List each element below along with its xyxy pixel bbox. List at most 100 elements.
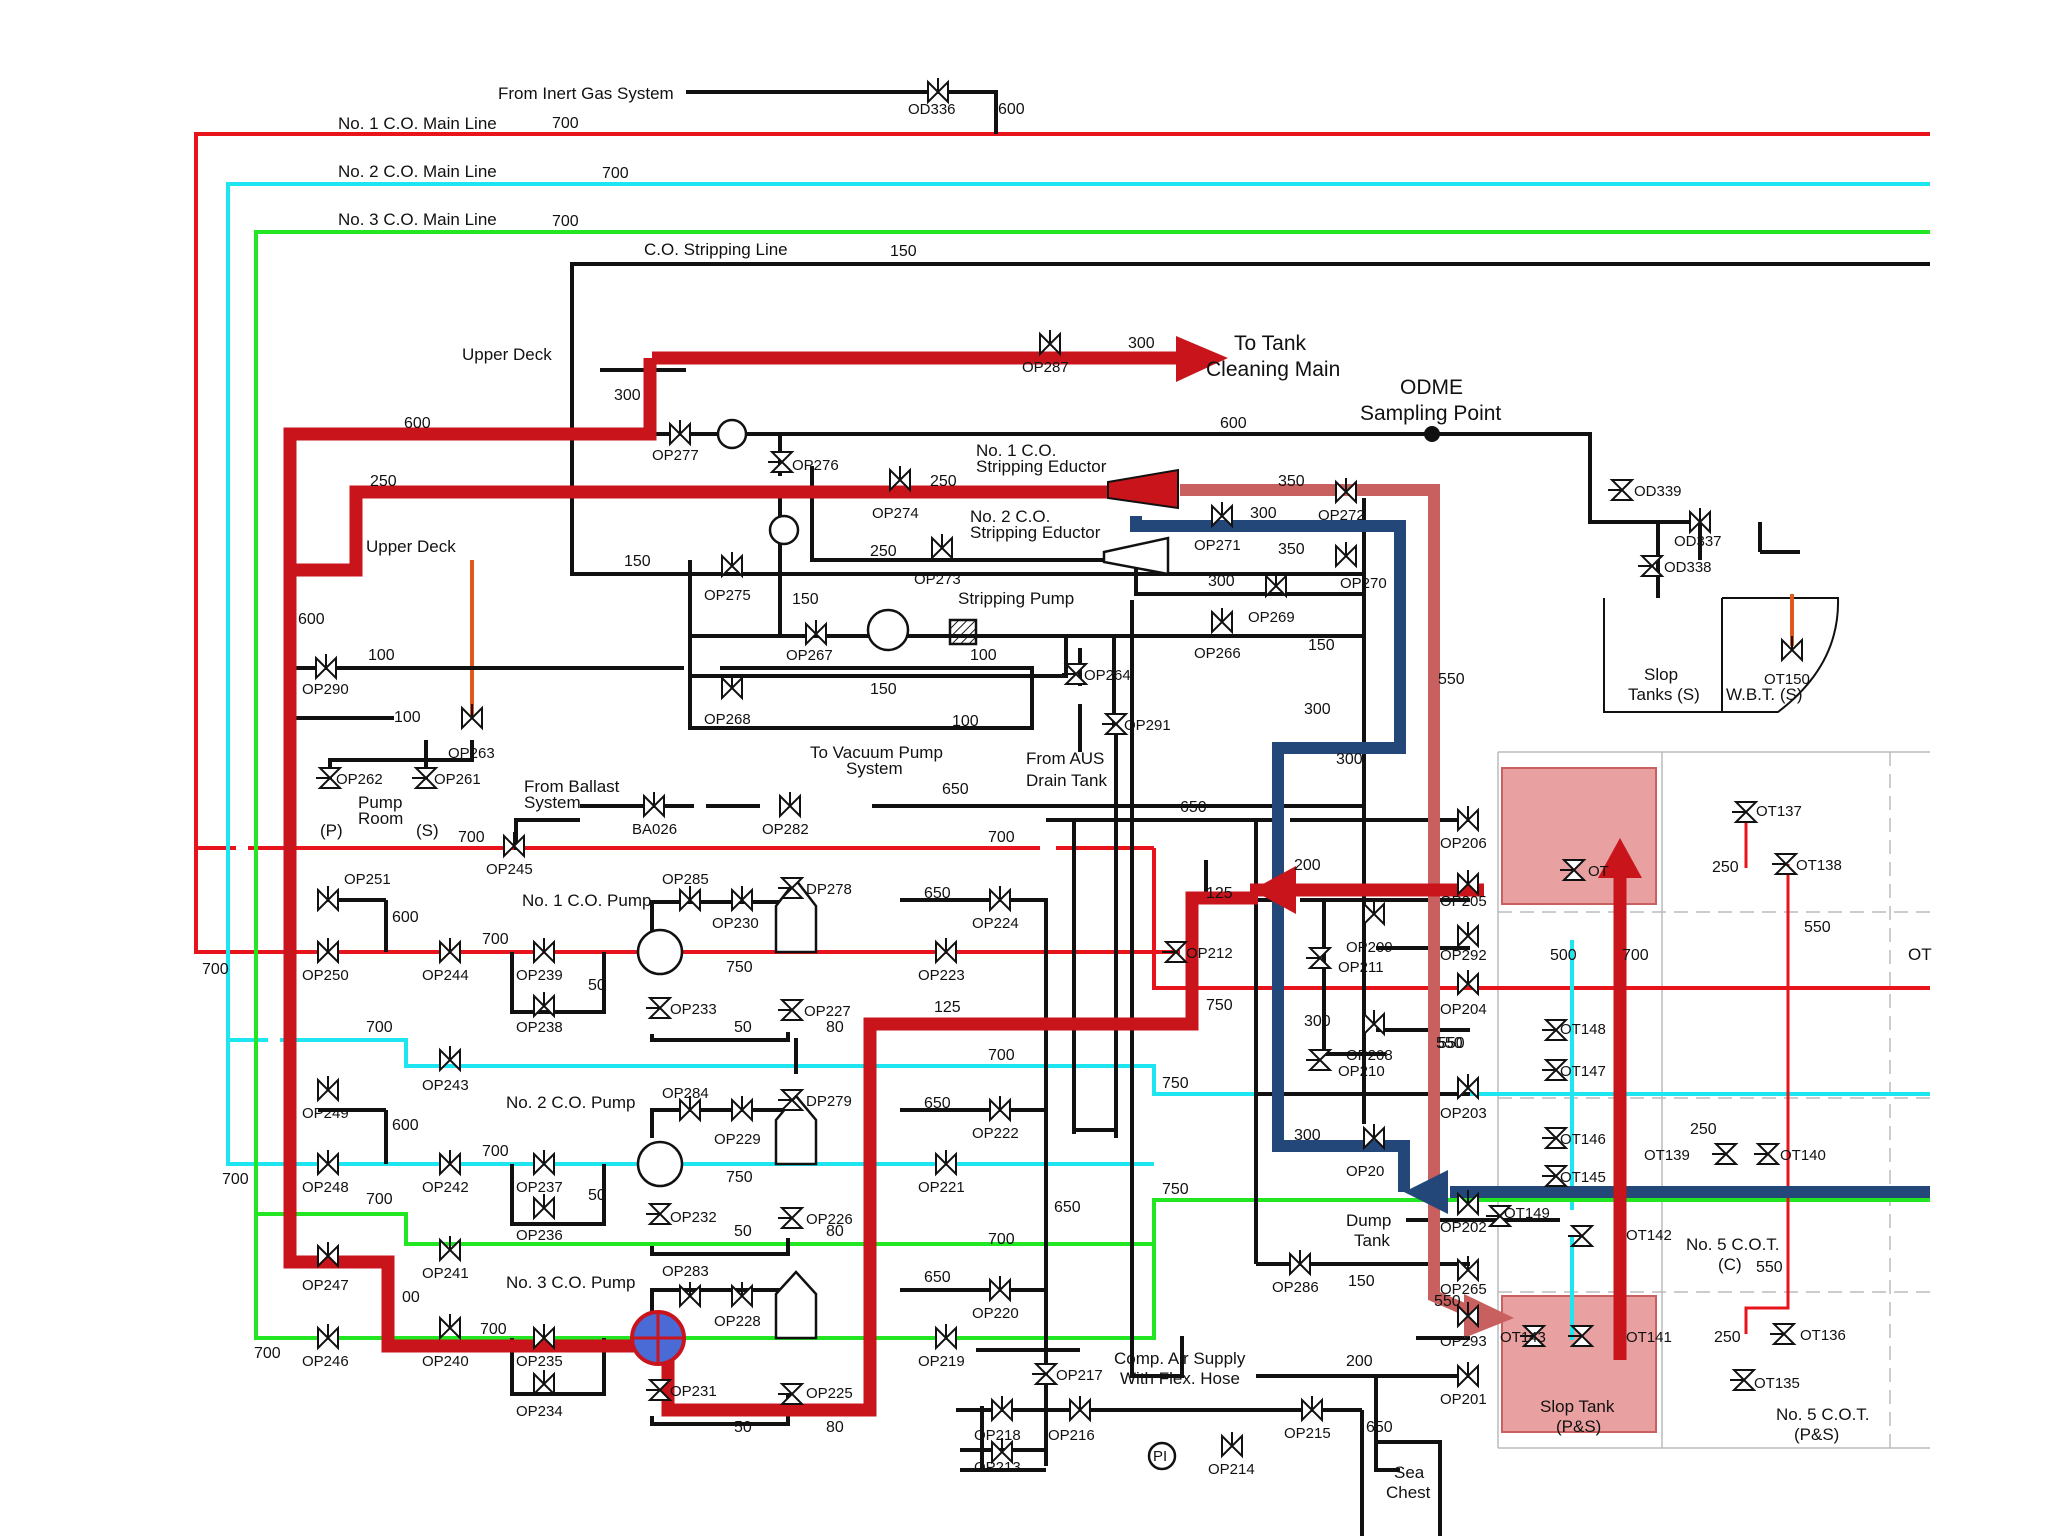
valve-op286-icon[interactable]: [1289, 1250, 1311, 1277]
valve-op269-icon[interactable]: [1265, 572, 1287, 599]
valve-op231-icon[interactable]: [646, 1379, 673, 1401]
valve-op241-icon[interactable]: [439, 1236, 461, 1263]
valve-op242-icon[interactable]: [439, 1150, 461, 1177]
valve-op279-icon[interactable]: [778, 1089, 805, 1111]
valve-op243-icon[interactable]: [439, 1046, 461, 1073]
valve-op268-icon[interactable]: [721, 674, 743, 701]
valve-op206-icon[interactable]: [1457, 806, 1479, 833]
valve-op291-icon[interactable]: [1102, 713, 1129, 735]
valve-op224-icon[interactable]: [989, 886, 1011, 913]
valve-op239-icon[interactable]: [533, 938, 555, 965]
valve-op283-icon[interactable]: [679, 1282, 701, 1309]
valve-op216-icon[interactable]: [1069, 1396, 1091, 1423]
valve-op265-icon[interactable]: [1457, 1256, 1479, 1283]
valve-op266-icon[interactable]: [1211, 608, 1233, 635]
valve-op237-icon[interactable]: [533, 1150, 555, 1177]
valve-ot147-icon[interactable]: [1542, 1059, 1569, 1081]
valve-op211-icon[interactable]: [1306, 947, 1333, 969]
valve-op248-icon[interactable]: [317, 1150, 339, 1177]
valve-op287-icon[interactable]: [1039, 330, 1061, 357]
valve-op219-icon[interactable]: [935, 1324, 957, 1351]
valve-op232-icon[interactable]: [646, 1203, 673, 1225]
valve-od338-icon[interactable]: [1638, 555, 1665, 577]
valve-op245-icon[interactable]: [503, 832, 525, 859]
valve-ot143-icon[interactable]: [1520, 1325, 1547, 1347]
valve-ba026-icon[interactable]: [643, 792, 665, 819]
valve-op210-icon[interactable]: [1306, 1049, 1333, 1071]
valve-od337-icon[interactable]: [1689, 508, 1711, 535]
valve-op201-icon[interactable]: [1457, 1362, 1479, 1389]
valve-op202-icon[interactable]: [1457, 1190, 1479, 1217]
valve-op276-icon[interactable]: [768, 451, 795, 473]
valve-op207-icon[interactable]: [1363, 1124, 1385, 1151]
valve-ot136-icon[interactable]: [1770, 1323, 1797, 1345]
valve-ot139-icon[interactable]: [1712, 1143, 1739, 1165]
valve-op277-icon[interactable]: [669, 420, 691, 447]
valve-op275-icon[interactable]: [721, 552, 743, 579]
valve-op284-icon[interactable]: [679, 1096, 701, 1123]
valve-op293-icon[interactable]: [1457, 1302, 1479, 1329]
valve-op228-icon[interactable]: [731, 1282, 753, 1309]
valve-ot145-icon[interactable]: [1542, 1165, 1569, 1187]
valve-op215-icon[interactable]: [1301, 1396, 1323, 1423]
valve-op226-icon[interactable]: [778, 1207, 805, 1229]
valve-op261-icon[interactable]: [412, 767, 439, 789]
valve-ot148-icon[interactable]: [1542, 1019, 1569, 1041]
valve-op227-icon[interactable]: [778, 999, 805, 1021]
valve-op234-icon[interactable]: [533, 1370, 555, 1397]
valve-op290-icon[interactable]: [315, 654, 337, 681]
valve-op203-icon[interactable]: [1457, 1074, 1479, 1101]
valve-op292-icon[interactable]: [1457, 922, 1479, 949]
valve-ot_top-icon[interactable]: [1560, 859, 1587, 881]
valve-op244-icon[interactable]: [439, 938, 461, 965]
valve-op223-icon[interactable]: [935, 938, 957, 965]
valve-op274-icon[interactable]: [889, 466, 911, 493]
valve-ot135-icon[interactable]: [1730, 1369, 1757, 1391]
valve-od339-icon[interactable]: [1608, 479, 1635, 501]
valve-op263-icon[interactable]: [461, 704, 483, 731]
valve-op220-icon[interactable]: [989, 1276, 1011, 1303]
valve-ot146-icon[interactable]: [1542, 1127, 1569, 1149]
valve-op238-icon[interactable]: [533, 992, 555, 1019]
valve-op285-icon[interactable]: [679, 886, 701, 913]
valve-op250-icon[interactable]: [317, 938, 339, 965]
valve-op282-icon[interactable]: [779, 792, 801, 819]
valve-op264-icon[interactable]: [1062, 663, 1089, 685]
valve-op213-icon[interactable]: [991, 1438, 1013, 1465]
valve-op204-icon[interactable]: [1457, 970, 1479, 997]
valve-op251-icon[interactable]: [317, 886, 339, 913]
valve-ot149-icon[interactable]: [1486, 1205, 1513, 1227]
valve-op229-icon[interactable]: [731, 1096, 753, 1123]
valve-op208-icon[interactable]: [1363, 1010, 1385, 1037]
valve-ot137-icon[interactable]: [1732, 801, 1759, 823]
valve-op249-icon[interactable]: [317, 1076, 339, 1103]
valve-ot140-icon[interactable]: [1754, 1143, 1781, 1165]
valve-op225-icon[interactable]: [778, 1383, 805, 1405]
valve-op233-icon[interactable]: [646, 997, 673, 1019]
valve-op218-icon[interactable]: [991, 1396, 1013, 1423]
valve-op270-icon[interactable]: [1335, 542, 1357, 569]
valve-op272-icon[interactable]: [1335, 478, 1357, 505]
valve-ot150-icon[interactable]: [1781, 636, 1803, 663]
valve-op236-icon[interactable]: [533, 1194, 555, 1221]
valve-op246-icon[interactable]: [317, 1324, 339, 1351]
valve-op205-icon[interactable]: [1457, 870, 1479, 897]
valve-op240-icon[interactable]: [439, 1314, 461, 1341]
valve-ot141-icon[interactable]: [1568, 1325, 1595, 1347]
valve-op235-icon[interactable]: [533, 1324, 555, 1351]
valve-op222-icon[interactable]: [989, 1096, 1011, 1123]
valve-ot142-icon[interactable]: [1568, 1225, 1595, 1247]
valve-op267-icon[interactable]: [805, 620, 827, 647]
valve-op230-icon[interactable]: [731, 886, 753, 913]
valve-op209-icon[interactable]: [1363, 900, 1385, 927]
valve-op271-icon[interactable]: [1211, 502, 1233, 529]
valve-ot138-icon[interactable]: [1772, 853, 1799, 875]
valve-op217-icon[interactable]: [1032, 1363, 1059, 1385]
valve-op221-icon[interactable]: [935, 1150, 957, 1177]
valve-op273-icon[interactable]: [931, 534, 953, 561]
valve-op278-icon[interactable]: [778, 877, 805, 899]
valve-op262-icon[interactable]: [316, 767, 343, 789]
valve-op214-icon[interactable]: [1221, 1432, 1243, 1459]
valve-op212-icon[interactable]: [1162, 941, 1189, 963]
valve-op247-icon[interactable]: [317, 1242, 339, 1269]
